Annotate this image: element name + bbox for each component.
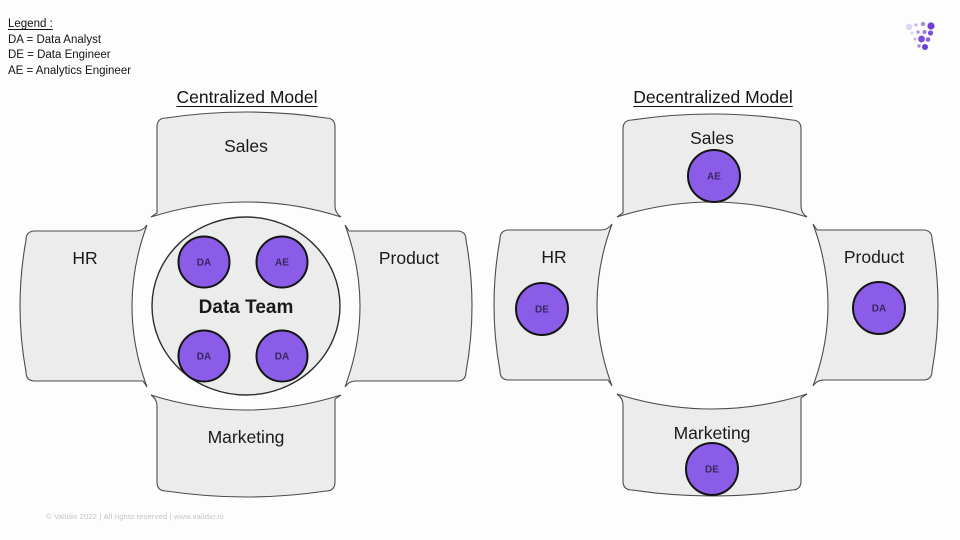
- footer-copyright: © Validio 2022 | All rights reserved | w…: [46, 512, 224, 521]
- member-circle-label: DE: [535, 305, 549, 316]
- member-circle-label: AE: [707, 172, 721, 183]
- member-circle: [515, 282, 569, 336]
- logo-dot: [918, 35, 925, 43]
- logo-dot: [927, 22, 935, 30]
- member-circle: [685, 442, 739, 496]
- logo-dot: [917, 44, 921, 48]
- member-circle-label: DA: [275, 352, 289, 363]
- logo-dot: [922, 44, 928, 50]
- legend: Legend : DA = Data Analyst DE = Data Eng…: [8, 17, 131, 79]
- centralized-hr-label: HR: [72, 248, 97, 268]
- member-circle: [852, 281, 906, 335]
- centralized-product-shape: [344, 224, 473, 388]
- legend-item: DA = Data Analyst: [8, 33, 102, 46]
- logo-dot: [910, 31, 914, 35]
- member-circle: [177, 235, 231, 289]
- decentralized-model: Sales HR Product Marketing AE DE DA DE: [493, 113, 939, 497]
- centralized-sales-label: Sales: [224, 136, 268, 156]
- centralized-model-title: Centralized Model: [176, 87, 318, 107]
- decentralized-sales-label: Sales: [690, 128, 734, 148]
- centralized-model: Sales HR Product Marketing DA AE DA DA D…: [19, 111, 473, 498]
- logo-dot: [920, 21, 926, 27]
- data-team-label: Data Team: [199, 297, 294, 318]
- member-circle-label: DE: [705, 465, 719, 476]
- member-circle: [255, 329, 309, 383]
- decentralized-marketing-label: Marketing: [674, 423, 751, 443]
- logo-dot: [914, 23, 918, 27]
- logo-dot: [922, 30, 927, 34]
- legend-item: DE = Data Engineer: [8, 49, 111, 61]
- logo-dot: [913, 37, 917, 41]
- member-circle-label: DA: [197, 258, 211, 269]
- decentralized-product-label: Product: [844, 247, 904, 267]
- member-circle-label: AE: [275, 258, 289, 269]
- member-circle: [255, 235, 309, 289]
- centralized-marketing-label: Marketing: [208, 427, 285, 447]
- member-circle-label: DA: [872, 304, 886, 315]
- member-circle-label: DA: [197, 352, 211, 363]
- legend-title: Legend :: [8, 18, 53, 30]
- member-circle: [687, 149, 741, 203]
- logo-dot: [905, 23, 913, 31]
- logo-dot: [927, 30, 934, 36]
- decentralized-hr-label: HR: [541, 247, 566, 267]
- legend-item: AE = Analytics Engineer: [8, 64, 132, 77]
- centralized-product-label: Product: [379, 248, 439, 268]
- decentralized-model-title: Decentralized Model: [633, 87, 793, 107]
- centralized-marketing-shape: [150, 394, 342, 498]
- centralized-hr-shape: [19, 224, 148, 388]
- logo-dot: [916, 30, 920, 34]
- centralized-sales-shape: [150, 111, 342, 218]
- logo-dot: [925, 37, 931, 42]
- member-circle: [177, 329, 231, 383]
- validio-logo-icon: [905, 21, 935, 50]
